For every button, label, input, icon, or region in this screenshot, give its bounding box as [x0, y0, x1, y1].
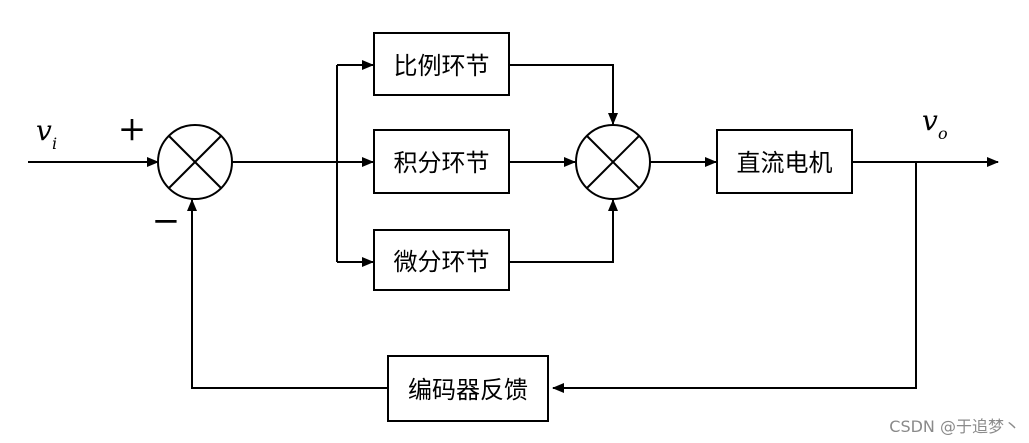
output-var-subscript: o [938, 124, 948, 143]
feedback-line-left [187, 199, 388, 389]
minus-sign: − [152, 201, 181, 241]
input-var-symbol: v [36, 114, 52, 147]
input-variable: v i [36, 114, 57, 153]
summing-junction-2 [575, 124, 651, 200]
plus-sign: + [118, 109, 147, 149]
output-var-symbol: v [922, 104, 938, 137]
dc-motor-label: 直流电机 [737, 149, 833, 177]
proportional-label: 比例环节 [394, 52, 490, 80]
derivative-label: 微分环节 [394, 248, 490, 276]
derivative-output-line [509, 199, 618, 263]
encoder-feedback-label: 编码器反馈 [408, 376, 528, 404]
input-var-subscript: i [52, 134, 57, 153]
watermark-text: CSDN @于追梦丶 [889, 417, 1020, 436]
summing-junction-1 [157, 124, 233, 200]
output-variable: v o [922, 104, 948, 143]
proportional-output-line [509, 64, 618, 125]
integral-label: 积分环节 [394, 149, 490, 177]
feedback-line-right [552, 162, 917, 393]
derivative-block [373, 229, 510, 291]
